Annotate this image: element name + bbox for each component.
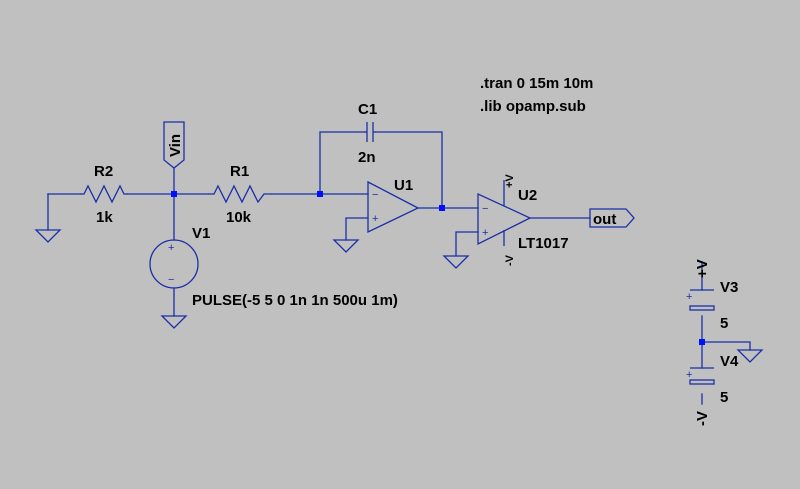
voltage-source-icon <box>149 239 199 289</box>
resistor-icon <box>208 184 272 204</box>
v1-minus-sign: − <box>168 274 174 286</box>
v1-plus-sign: + <box>168 242 174 254</box>
ground-symbols <box>34 229 764 363</box>
wires <box>47 131 751 405</box>
u2-model: LT1017 <box>518 235 569 252</box>
u2-plus-sign: + <box>482 227 488 239</box>
u1-name: U1 <box>394 177 413 194</box>
net-flag-icon <box>163 121 185 169</box>
u1-minus-sign: − <box>372 189 378 201</box>
u2-vminus-label: -V <box>504 254 516 266</box>
wire-c1-left <box>319 131 365 195</box>
wire-u2-plus-ground <box>455 231 479 257</box>
out-label: out <box>593 211 616 228</box>
v3-plus-sign: + <box>686 291 692 303</box>
junction-supply-mid <box>699 339 705 345</box>
opamp-icon <box>367 180 420 234</box>
v1-value: PULSE(-5 5 0 1n 1n 500u 1m) <box>192 292 398 309</box>
r2-name: R2 <box>94 163 113 180</box>
ground-icon <box>332 239 360 253</box>
resistor-icon <box>80 184 128 204</box>
u2-vplus-label: +V <box>504 174 516 188</box>
voltage-source-v1[interactable]: + − V1 PULSE(-5 5 0 1n 1n 500u 1m) <box>149 225 398 309</box>
comparator-u2[interactable]: − + +V -V U2 LT1017 <box>477 174 569 266</box>
net-flag-icon <box>589 208 635 228</box>
vminus-net-label: -V <box>694 411 711 426</box>
v1-name: V1 <box>192 225 210 242</box>
battery-v3[interactable]: + V3 5 <box>686 279 738 332</box>
c1-name: C1 <box>358 101 377 118</box>
spice-directives[interactable]: .tran 0 15m 10m .lib opamp.sub <box>480 75 593 115</box>
lib-directive[interactable]: .lib opamp.sub <box>480 98 586 115</box>
vin-label: Vin <box>167 134 184 157</box>
u2-minus-sign: − <box>482 203 488 215</box>
ground-icon <box>736 349 764 363</box>
c1-value: 2n <box>358 149 376 166</box>
r2-value: 1k <box>96 209 113 226</box>
u2-name: U2 <box>518 187 537 204</box>
junction-vin-node <box>171 191 177 197</box>
ground-icon <box>442 255 470 269</box>
wire-u1-plus-ground <box>345 217 369 241</box>
v4-value: 5 <box>720 389 728 406</box>
v4-name: V4 <box>720 353 739 370</box>
battery-icon <box>689 305 715 311</box>
wire-c1-right <box>375 131 443 209</box>
junction-u1-inv <box>317 191 323 197</box>
opamp-u1[interactable]: − + U1 <box>367 177 420 234</box>
r1-value: 10k <box>226 209 252 226</box>
battery-icon <box>689 379 715 385</box>
vplus-net-label: +V <box>694 259 711 278</box>
supply-vminus: -V <box>694 411 711 426</box>
v3-value: 5 <box>720 315 728 332</box>
capacitor-c1[interactable]: C1 2n <box>358 101 377 166</box>
v3-name: V3 <box>720 279 738 296</box>
r1-name: R1 <box>230 163 249 180</box>
u1-plus-sign: + <box>372 213 378 225</box>
junction-u1-out <box>439 205 445 211</box>
wire-mid-ground <box>701 341 751 351</box>
tran-directive[interactable]: .tran 0 15m 10m <box>480 75 593 92</box>
ground-icon <box>160 315 188 329</box>
resistor-r2[interactable]: R2 1k <box>80 163 128 226</box>
net-flag-out[interactable]: out <box>589 208 635 228</box>
resistor-r1[interactable]: R1 10k <box>208 163 272 226</box>
net-flag-vin[interactable]: Vin <box>163 121 185 169</box>
supply-vplus: +V <box>694 259 711 278</box>
junctions <box>171 191 705 345</box>
battery-v4[interactable]: + V4 5 <box>686 353 739 406</box>
v4-plus-sign: + <box>686 369 692 381</box>
ground-icon <box>34 229 62 243</box>
